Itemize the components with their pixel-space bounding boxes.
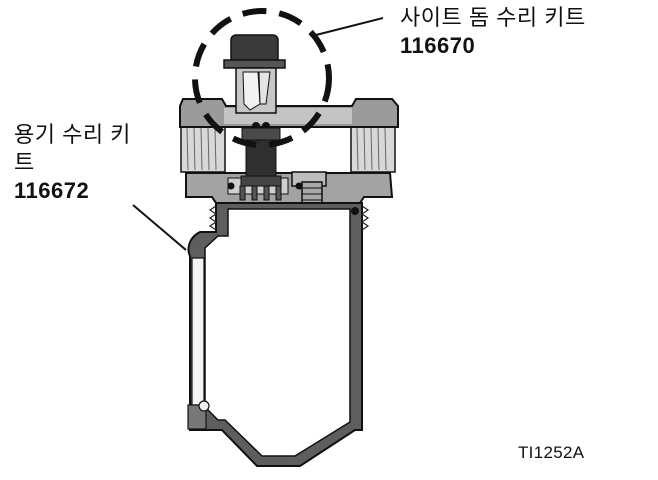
bowl	[187, 202, 370, 467]
sight-dome-kit-name: 사이트 돔 수리 키트	[400, 5, 586, 30]
bowl-kit-name: 용기 수리 키트	[14, 122, 131, 176]
callout-circle	[192, 8, 332, 148]
bowl-kit-part-number: 116672	[14, 178, 90, 204]
housing-posts	[180, 125, 396, 173]
sight-dome-leader-line	[311, 17, 384, 37]
housing-base	[185, 172, 394, 204]
center-stem	[240, 127, 282, 187]
bowl-kit-label: 용기 수리 키트 116672	[14, 121, 134, 205]
sight-dome-kit-label: 사이트 돔 수리 키트 116670	[400, 4, 586, 60]
bowl-leader-line	[132, 204, 187, 251]
sight-dome	[223, 34, 286, 130]
sight-dome-kit-part-number: 116670	[400, 33, 476, 59]
figure-id: TI1252A	[518, 443, 585, 462]
